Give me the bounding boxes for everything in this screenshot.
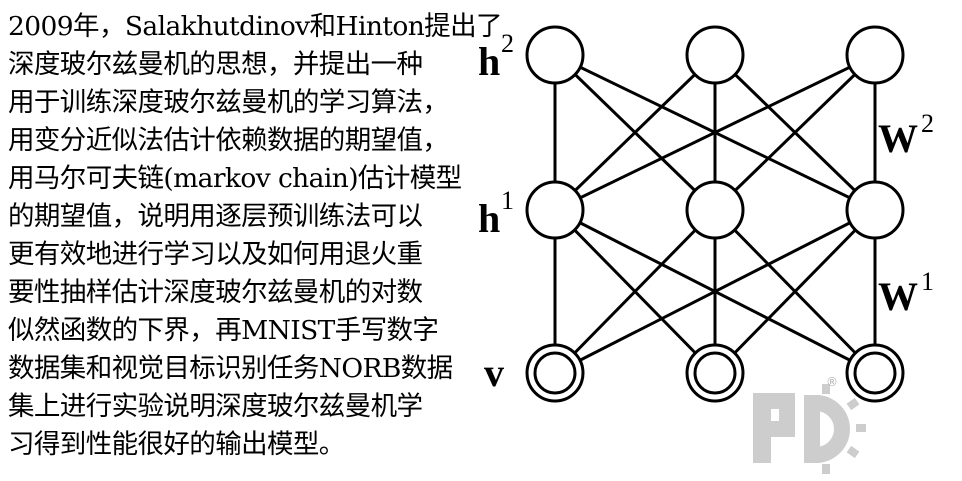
- paragraph-line-3: 用于训练深度玻尔兹曼机的学习算法，: [8, 87, 449, 118]
- label-w1: W: [878, 274, 918, 319]
- label-h1: h: [478, 196, 500, 241]
- node-h2-1: [525, 25, 585, 85]
- paragraph-line-6: 的期望值，说明用逐层预训练法可以: [8, 201, 423, 232]
- node-h1-2: [685, 180, 745, 240]
- label-h2-sup: 2: [501, 29, 514, 58]
- dbm-diagram: h 2 h 1 v W 2 W 1 ®: [478, 25, 934, 474]
- label-w2: W: [878, 116, 918, 161]
- paragraph-line-2: 深度玻尔兹曼机的思想，并提出一种: [8, 49, 423, 80]
- edge-w2-3-1: [554, 53, 876, 212]
- node-v-3-inner: [853, 351, 897, 395]
- paragraph-line-4: 用变分近似法估计依赖数据的期望值，: [8, 125, 449, 156]
- node-h1-1: [525, 180, 585, 240]
- paragraph-line-9: 似然函数的下界，再MNIST手写数字: [8, 315, 439, 346]
- paragraph-line-8: 要性抽样估计深度玻尔兹曼机的对数: [8, 277, 423, 308]
- watermark-logo-icon: [753, 384, 866, 474]
- paragraph-line-10: 数据集和视觉目标识别任务NORB数据: [8, 353, 453, 384]
- paragraph-line-11: 集上进行实验说明深度玻尔兹曼机学: [8, 391, 423, 422]
- description-paragraph: 2009年，Salakhutdinov和Hinton提出了 深度玻尔兹曼机的思想…: [8, 8, 502, 464]
- paragraph-line-5: 用马尔可夫链(markov chain)估计模型: [8, 163, 462, 194]
- node-h2-3: [845, 25, 905, 85]
- edge-w2-2-1: [553, 53, 717, 212]
- node-h2-2: [685, 25, 745, 85]
- paragraph-line-1: 2009年，Salakhutdinov和Hinton提出了: [8, 11, 502, 42]
- node-h1-3: [845, 180, 905, 240]
- label-h1-sup: 1: [501, 186, 514, 215]
- registered-mark: ®: [826, 375, 838, 389]
- node-v-1-inner: [533, 351, 577, 395]
- paragraph-line-12: 习得到性能很好的输出模型。: [8, 429, 345, 460]
- edges-w2: [553, 53, 877, 212]
- label-w1-sup: 1: [921, 267, 934, 296]
- label-v: v: [484, 350, 504, 395]
- edge-w2-3-2: [713, 53, 877, 212]
- edge-w1-3-1: [554, 208, 876, 375]
- node-v-2-inner: [693, 351, 737, 395]
- edge-w1-3-2: [713, 208, 877, 375]
- edge-w1-2-1: [553, 208, 717, 375]
- label-h2: h: [478, 39, 500, 84]
- paragraph-line-7: 更有效地进行学习以及如何用退火重: [8, 239, 423, 270]
- label-w2-sup: 2: [921, 109, 934, 138]
